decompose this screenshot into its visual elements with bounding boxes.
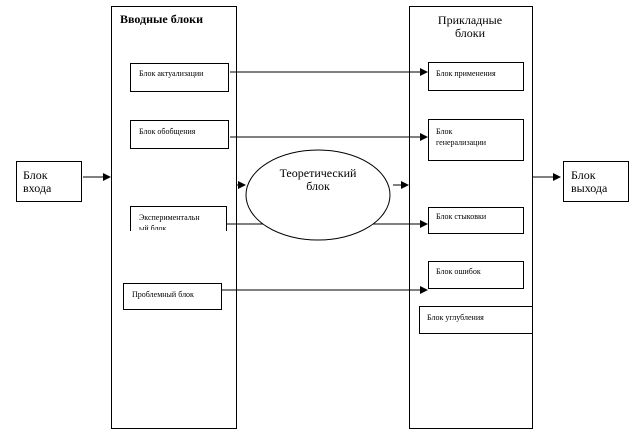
errors-block [428, 261, 524, 289]
application-block [428, 62, 524, 91]
docking-block-label: Блок стыковки [436, 212, 487, 221]
application-block-label: Блок применения [436, 69, 496, 78]
intro-column-title: Вводные блоки [120, 12, 203, 26]
actualization-block [130, 63, 229, 92]
problem-block-label: Проблемный блок [132, 290, 194, 299]
output-block [563, 161, 629, 202]
theory-block-label: Теоретический блок [279, 166, 357, 193]
actualization-block-label: Блок актуализации [139, 69, 204, 78]
input-block [16, 161, 82, 202]
generalization-applied-block [428, 119, 524, 161]
generalization-applied-block-label: Блок генерализации [436, 127, 487, 147]
theory-ellipse [245, 149, 391, 241]
generalization-block [130, 120, 229, 149]
output-block-label: Блок выхода [571, 168, 608, 195]
errors-block-label: Блок ошибок [436, 267, 481, 276]
input-block-label: Блок входа [23, 168, 52, 195]
experimental-block-label: Экспериментальн ый блок [139, 213, 200, 230]
problem-block [123, 283, 222, 310]
deepening-block-label: Блок углубления [427, 313, 484, 322]
deepening-block [419, 306, 533, 334]
experimental-block [130, 206, 227, 231]
applied-column-title: Прикладные блоки [437, 13, 503, 40]
docking-block [428, 207, 524, 234]
generalization-block-label: Блок обобщения [139, 127, 196, 136]
